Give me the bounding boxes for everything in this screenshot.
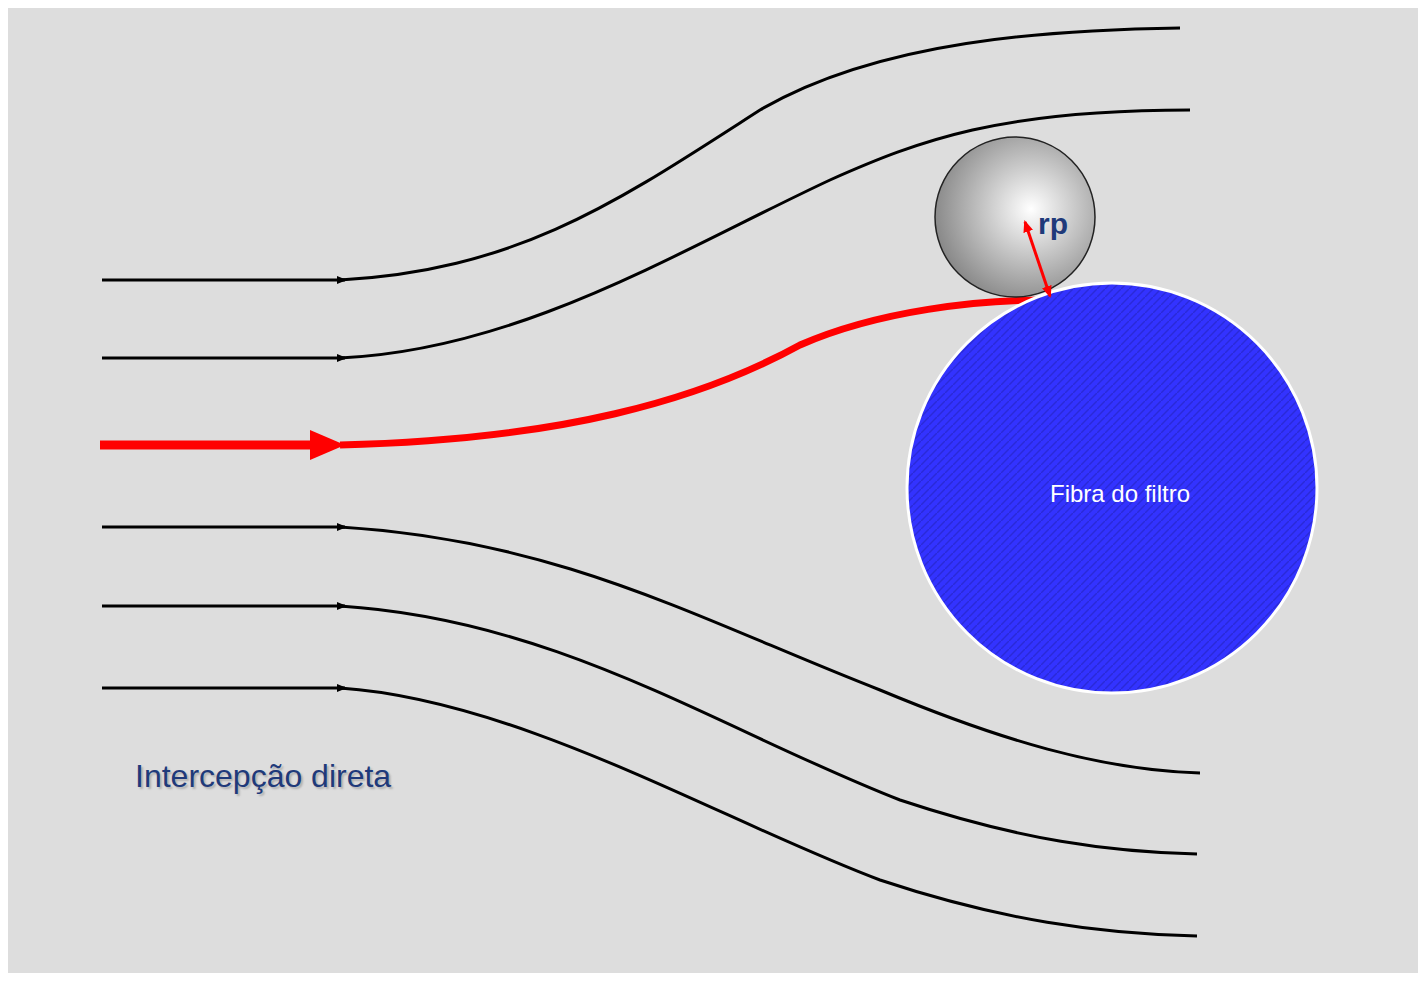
fiber-label: Fibra do filtro	[1050, 480, 1190, 508]
mechanism-title: Intercepção direta	[135, 758, 391, 795]
filter-fiber-circle: Fibra do filtro	[905, 281, 1319, 695]
particle-circle: rp	[934, 137, 1096, 297]
particle-outline	[934, 137, 1096, 297]
radius-label: rp	[1038, 207, 1068, 241]
